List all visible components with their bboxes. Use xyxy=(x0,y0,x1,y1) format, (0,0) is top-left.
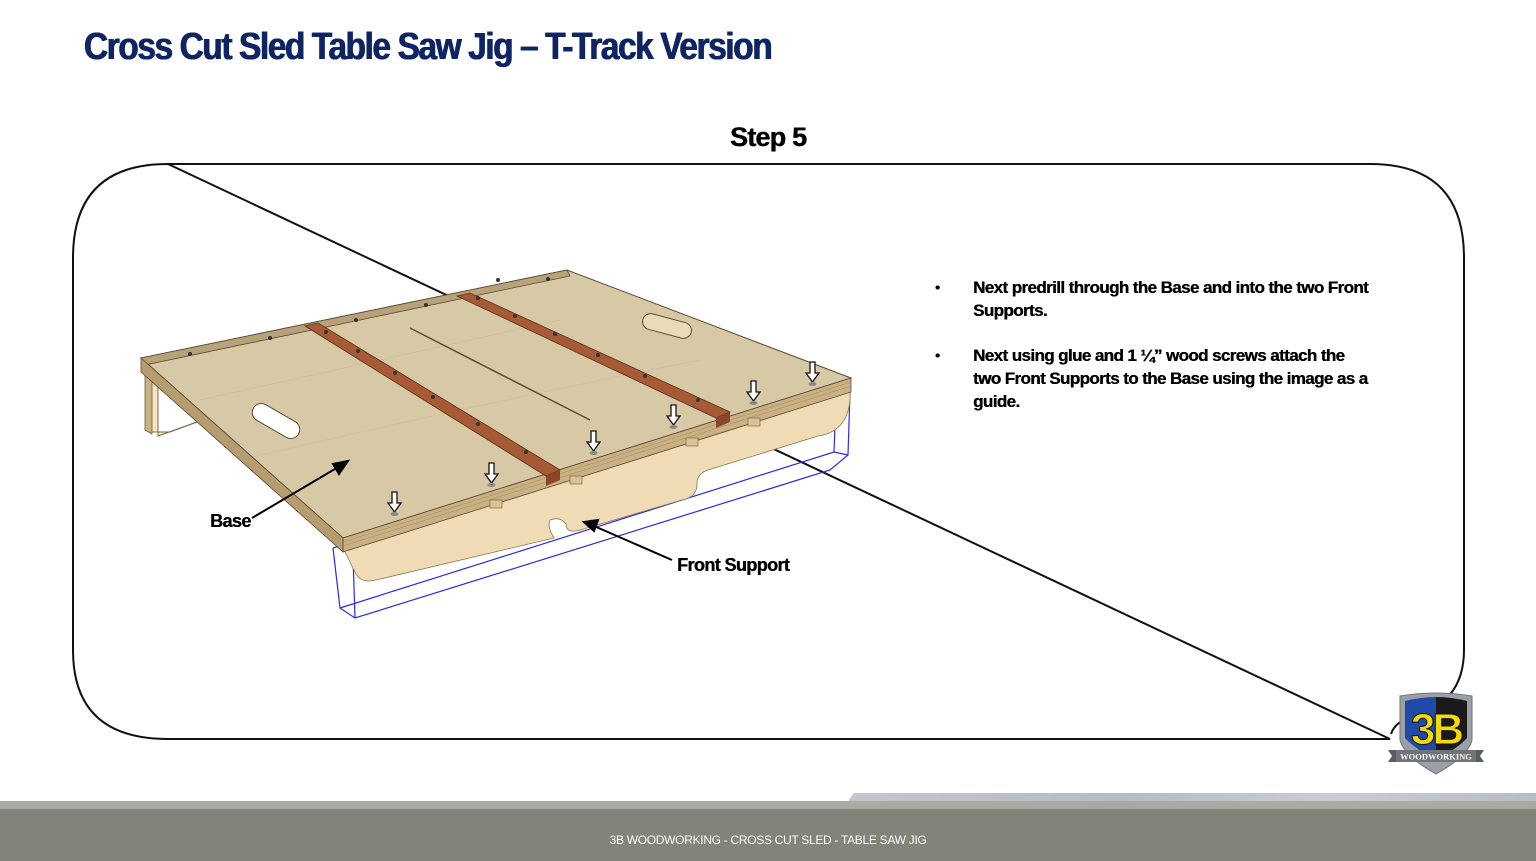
hand-hole-right xyxy=(642,313,692,339)
footer-bar xyxy=(0,809,1536,861)
screw-down-arrow-icon xyxy=(386,361,821,514)
footer-accent-strip xyxy=(848,793,1536,801)
label-front-support: Front Support xyxy=(677,555,790,575)
hand-hole-left xyxy=(251,403,301,439)
instruction-text: Next using glue and 1 ¼” wood screws att… xyxy=(973,346,1368,411)
logo-banner: WOODWORKING xyxy=(1400,752,1472,762)
t-track-right xyxy=(455,292,731,428)
logo-mark: 3B xyxy=(1411,705,1462,754)
instruction-list: • Next predrill through the Base and int… xyxy=(933,276,1373,435)
label-base: Base xyxy=(210,511,251,531)
3b-woodworking-logo: 3B WOODWORKING xyxy=(1388,692,1484,775)
bullet-icon: • xyxy=(935,279,940,295)
page-title: Cross Cut Sled Table Saw Jig – T-Track V… xyxy=(84,26,773,68)
instruction-item: • Next using glue and 1 ¼” wood screws a… xyxy=(933,344,1373,413)
footer-band xyxy=(0,801,1536,809)
instruction-item: • Next predrill through the Base and int… xyxy=(933,276,1373,322)
t-track-left xyxy=(303,322,561,486)
bullet-icon: • xyxy=(935,347,940,363)
pointer-arrow-icon xyxy=(251,459,673,561)
footer-text: 3B WOODWORKING - CROSS CUT SLED - TABLE … xyxy=(609,833,927,847)
sled-illustration xyxy=(139,269,853,619)
step-heading: Step 5 xyxy=(729,122,807,152)
instruction-text: Next predrill through the Base and into … xyxy=(973,278,1369,320)
